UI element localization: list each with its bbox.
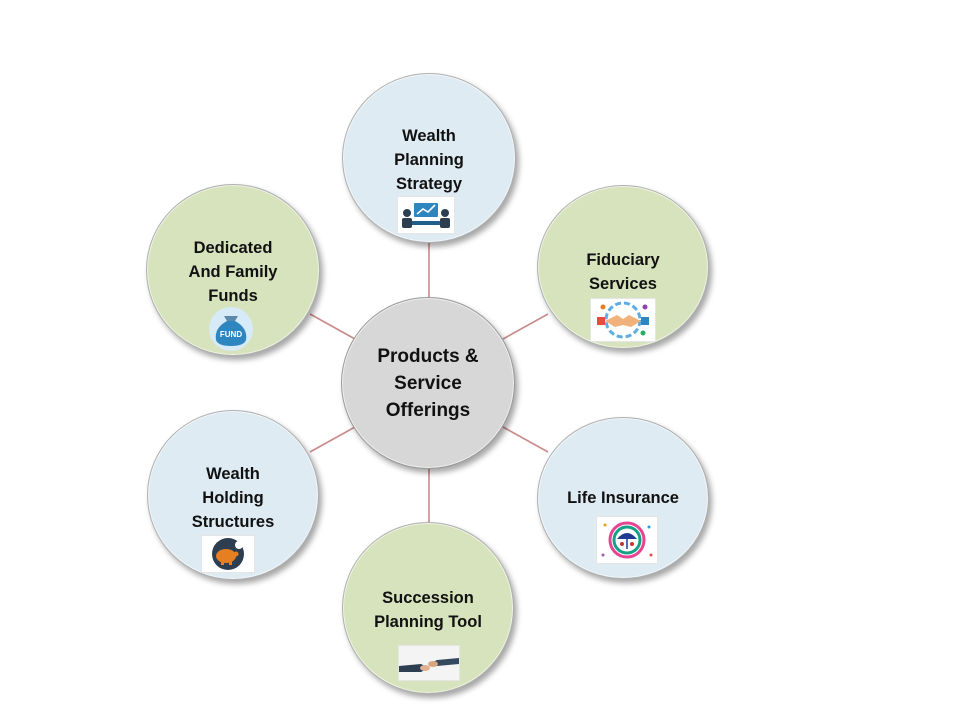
node-succession-planning-tool: Succession Planning Tool <box>342 522 514 694</box>
node-label: Wealth Holding Structures <box>191 465 275 531</box>
fund-bag-text: FUND <box>220 330 242 339</box>
handshake-icon <box>590 298 656 342</box>
piggy-bank-icon <box>201 535 255 573</box>
connector-life-insurance <box>502 426 549 453</box>
node-label: Fiduciary Services <box>586 251 660 293</box>
node-label: Wealth Planning Strategy <box>394 127 464 193</box>
center-node: Products & Service Offerings <box>341 297 515 469</box>
fund-bag-icon: FUND <box>204 306 258 352</box>
connector-family-funds <box>309 313 356 340</box>
connector-wealth-holding <box>309 426 356 453</box>
center-label: Products & Service Offerings <box>377 345 479 421</box>
family-umbrella-icon <box>596 516 658 564</box>
node-label: Life Insurance <box>567 489 679 507</box>
connector-fiduciary <box>502 313 549 340</box>
node-label: Dedicated And Family Funds <box>188 239 278 305</box>
node-label: Succession Planning Tool <box>374 589 482 631</box>
handover-icon <box>398 645 460 681</box>
meeting-chart-icon <box>397 196 455 234</box>
